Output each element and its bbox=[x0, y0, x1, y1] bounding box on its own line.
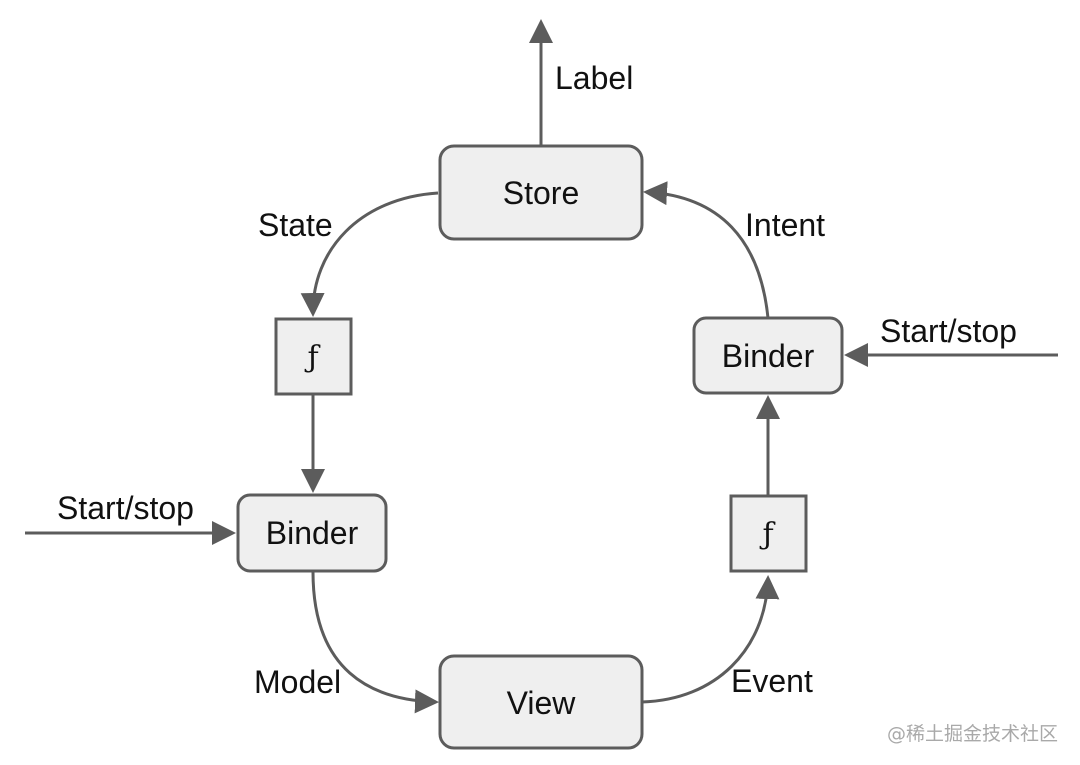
view-node: View bbox=[438, 654, 644, 750]
binder-left-label: Binder bbox=[266, 515, 359, 551]
model-arrow bbox=[311, 571, 439, 714]
binder-left-node: Binder bbox=[236, 493, 388, 573]
store-label: Store bbox=[503, 175, 579, 211]
function-right-label: ƒ bbox=[759, 517, 775, 552]
start-stop-left-label: Start/stop bbox=[57, 490, 194, 526]
binder-right-label: Binder bbox=[722, 338, 815, 374]
function-left-node: ƒ bbox=[274, 317, 353, 396]
view-label: View bbox=[507, 685, 577, 721]
store-node: Store bbox=[438, 144, 644, 241]
state-label: State bbox=[258, 207, 333, 243]
function-left-label: ƒ bbox=[304, 340, 320, 375]
binder-right-node: Binder bbox=[692, 316, 844, 395]
watermark: @稀土掘金技术社区 bbox=[887, 723, 1058, 745]
intent-label: Intent bbox=[745, 207, 825, 243]
event-label: Event bbox=[731, 663, 813, 699]
state-arrow bbox=[300, 191, 439, 317]
function-right-node: ƒ bbox=[729, 494, 808, 573]
intent-arrow bbox=[643, 181, 770, 319]
label-output-label: Label bbox=[555, 60, 633, 96]
event-arrow bbox=[641, 575, 780, 704]
start-stop-right-label: Start/stop bbox=[880, 313, 1017, 349]
model-label: Model bbox=[254, 664, 341, 700]
